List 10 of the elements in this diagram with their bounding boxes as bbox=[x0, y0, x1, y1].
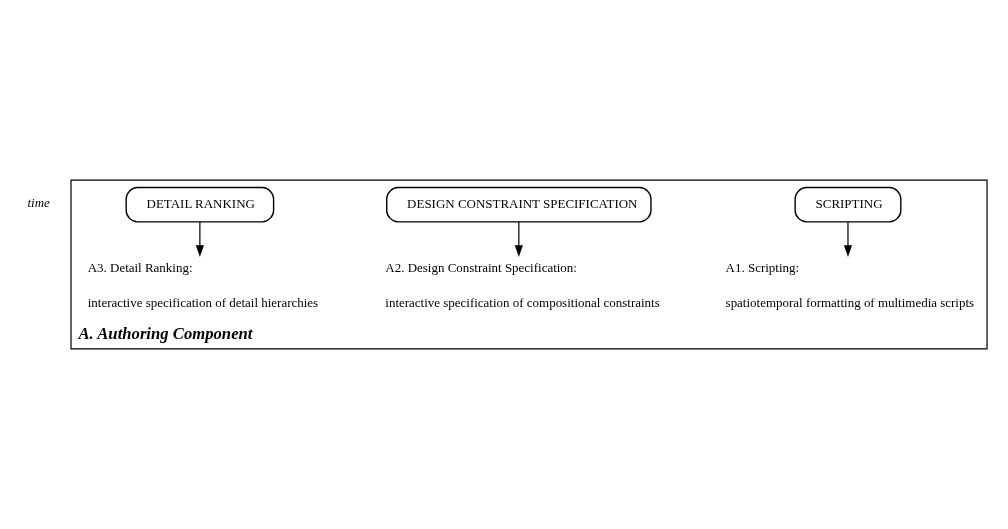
node-text: A3. Detail Ranking: interactive specification of detail hierarchies bbox=[87, 259, 319, 310]
node-box: DETAIL RANKING bbox=[125, 186, 275, 223]
node-box: DESIGN CONSTRAINT SPECIFICATION bbox=[386, 186, 652, 223]
label: time bbox=[27, 195, 50, 211]
node-text: A1. Scripting: spatiotemporal formatting of multimedia scripts bbox=[725, 259, 975, 310]
arrow bbox=[843, 221, 853, 257]
node-box: SCRIPTING bbox=[794, 186, 902, 223]
node-text: A2. Design Constraint Specification: interactive specification of compositional constraints bbox=[385, 259, 660, 310]
arrow bbox=[514, 221, 523, 257]
arrow bbox=[195, 221, 204, 257]
